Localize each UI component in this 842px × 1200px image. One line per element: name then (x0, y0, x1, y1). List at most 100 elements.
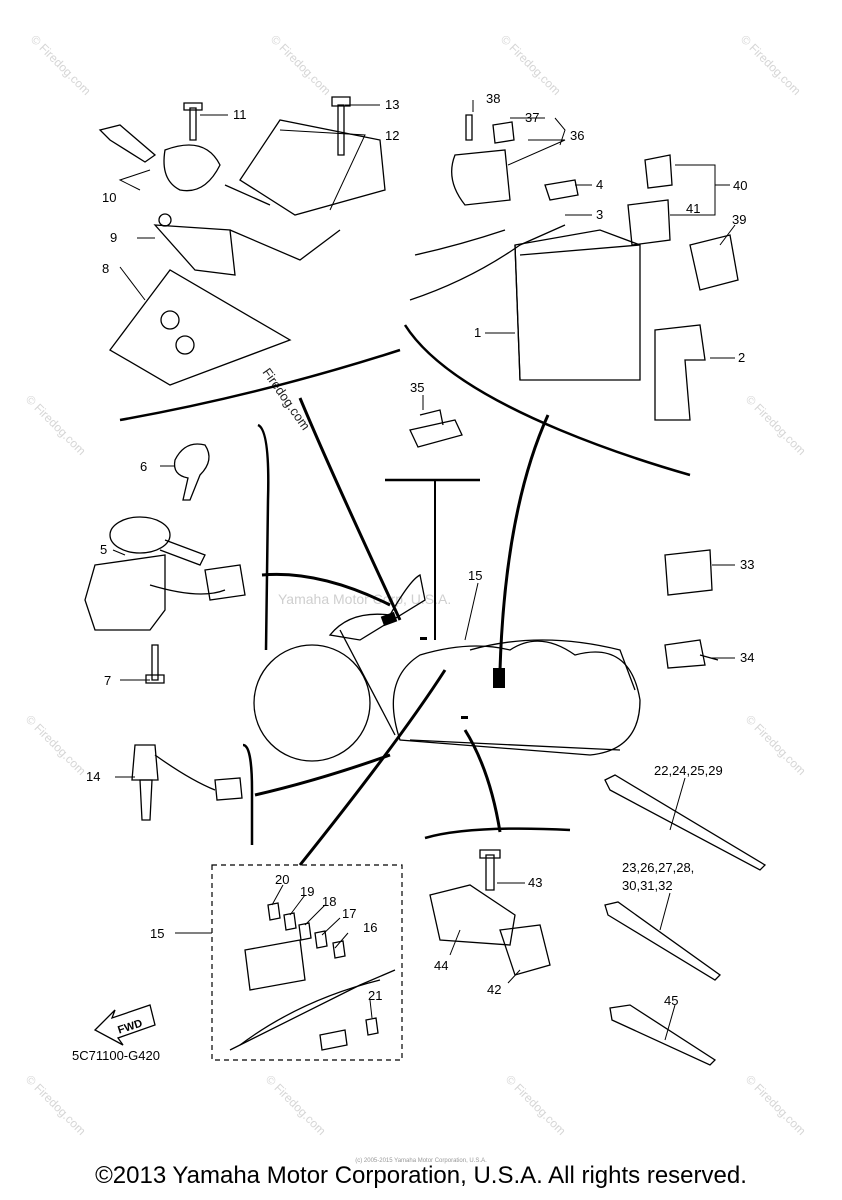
callout-11: 11 (233, 107, 247, 122)
cap-4 (544, 179, 579, 201)
right-top-bracket (403, 324, 691, 477)
callout-13: 13 (385, 97, 399, 112)
callout-ties-b1: 23,26,27,28, (622, 860, 694, 875)
watermark: © Firedog.com (743, 712, 809, 778)
callout-3: 3 (596, 207, 603, 222)
callout-35: 35 (410, 380, 424, 395)
connectors-33-34 (664, 549, 719, 669)
callout-6: 6 (140, 459, 147, 474)
cable-3 (409, 224, 566, 301)
sensor-bracket (242, 743, 254, 845)
screw-11 (183, 102, 203, 141)
callouts: 1 2 3 4 5 6 7 8 9 10 11 12 13 14 15 15 1… (72, 91, 754, 1063)
callout-ties-a: 22,24,25,29 (654, 763, 723, 778)
watermark: © Firedog.com (503, 1072, 569, 1138)
key-10 (98, 124, 157, 163)
battery-group (409, 114, 739, 421)
copyright-notice: ©2013 Yamaha Motor Corporation, U.S.A. A… (95, 1162, 747, 1189)
clip-35 (409, 409, 463, 448)
callout-41: 41 (686, 201, 700, 216)
plate-8 (109, 269, 292, 386)
sensor-42 (499, 924, 551, 976)
screw-43 (479, 849, 501, 891)
cover-12 (239, 119, 386, 216)
callout-8: 8 (102, 261, 109, 276)
switch-body-10 (163, 144, 221, 192)
watermarks: © Firedog.com © Firedog.com © Firedog.co… (23, 32, 809, 1138)
callout-17: 17 (342, 906, 356, 921)
relay-40 (644, 154, 673, 189)
key-group-bracket (257, 423, 270, 651)
sensor-group (429, 849, 551, 976)
callout-19: 19 (300, 884, 314, 899)
group-outlines (119, 324, 691, 845)
callout-33: 33 (740, 557, 754, 572)
callout-18: 18 (322, 894, 336, 909)
callout-42: 42 (487, 982, 501, 997)
relay-36 (451, 149, 511, 206)
part-code: 5C71100-G420 (72, 1048, 160, 1063)
callout-12: 12 (385, 128, 399, 143)
callout-15: 15 (468, 568, 482, 583)
tiny-note: (c) 2005-2015 Yamaha Motor Corporation, … (355, 1158, 487, 1164)
watermark: © Firedog.com (738, 32, 804, 98)
callout-14: 14 (86, 769, 100, 784)
callout-16: 16 (363, 920, 377, 935)
watermark: © Firedog.com (743, 392, 809, 458)
relay-41 (627, 199, 671, 246)
callout-38: 38 (486, 91, 500, 106)
main-switch-5 (84, 516, 246, 684)
battery-1 (514, 229, 641, 381)
side-watermark: Firedog.com (260, 365, 314, 433)
sensor-group-bracket (424, 827, 571, 840)
cable-ties (604, 774, 767, 1066)
screw-38 (465, 114, 473, 141)
callout-36: 36 (570, 128, 584, 143)
watermark: © Firedog.com (23, 712, 89, 778)
watermark: © Firedog.com (498, 32, 564, 98)
callout-ties-b2: 30,31,32 (622, 878, 673, 893)
screw-13 (331, 96, 351, 156)
sensor-14 (131, 744, 243, 821)
callout-5: 5 (100, 542, 107, 557)
callout-45: 45 (664, 993, 678, 1008)
callout-44: 44 (434, 958, 448, 973)
callout-10: 10 (102, 190, 116, 205)
callout-leaders (112, 100, 736, 1041)
watermark: © Firedog.com (268, 32, 334, 98)
harness-box (211, 864, 403, 1061)
callout-2: 2 (738, 350, 745, 365)
callout-9: 9 (110, 230, 117, 245)
relay-39 (689, 234, 739, 291)
center-watermark: Yamaha Motor Corp, U.S.A. (278, 591, 451, 607)
bracket-2 (654, 324, 706, 421)
cover-44 (429, 884, 516, 946)
callout-1: 1 (474, 325, 481, 340)
motorcycle-outline (253, 574, 641, 762)
callout-34: 34 (740, 650, 754, 665)
watermark: © Firedog.com (28, 32, 94, 98)
callout-15-harness: 15 (150, 926, 164, 941)
watermark: © Firedog.com (263, 1072, 329, 1138)
callout-39: 39 (732, 212, 746, 227)
callout-37: 37 (525, 110, 539, 125)
left-top-bracket (119, 348, 401, 422)
leader-lines (254, 397, 550, 866)
watermark: © Firedog.com (743, 1072, 809, 1138)
callout-43: 43 (528, 875, 542, 890)
callout-20: 20 (275, 872, 289, 887)
watermark: © Firedog.com (23, 1072, 89, 1138)
watermark: © Firedog.com (23, 392, 89, 458)
callout-21: 21 (368, 988, 382, 1003)
callout-7: 7 (104, 673, 111, 688)
fwd-arrow-icon: FWD (93, 1004, 156, 1046)
screw-7 (145, 644, 165, 684)
ignition-assembly (98, 96, 386, 386)
callout-40: 40 (733, 178, 747, 193)
motorcycle-markers (380, 611, 505, 719)
key-6 (173, 443, 210, 501)
bracket-9 (153, 224, 236, 276)
fuse-37 (492, 121, 515, 144)
callout-4: 4 (596, 177, 603, 192)
